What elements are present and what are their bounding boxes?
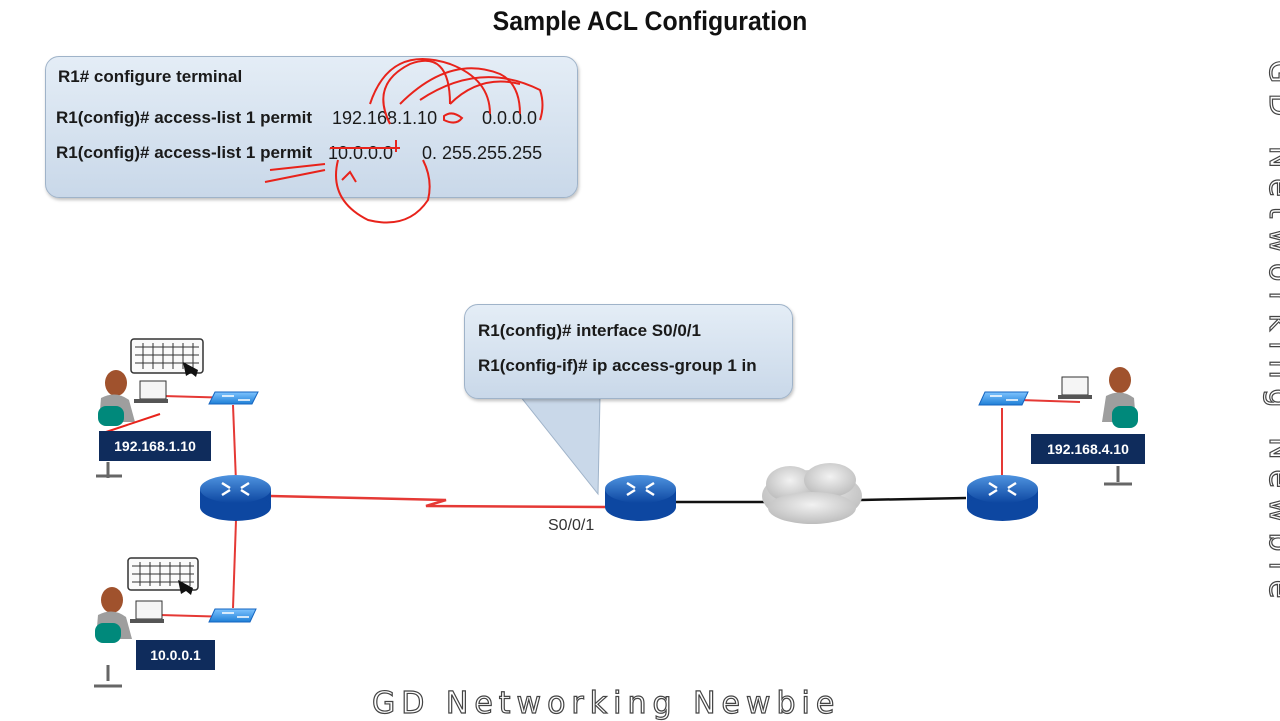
cmd-access-group: R1(config-if)# ip access-group 1 in — [478, 356, 757, 375]
cloud-icon — [762, 463, 862, 524]
link-router-switch-b — [232, 519, 237, 609]
link-switch-host-c — [1019, 399, 1081, 403]
cmd-interface: R1(config)# interface S0/0/1 — [478, 321, 701, 340]
page-title: Sample ACL Configuration — [492, 6, 808, 36]
router-center-icon[interactable] — [605, 475, 676, 521]
link-switch-router — [232, 404, 237, 483]
cmd-wildcard-mask: 0. 255.255.255 — [422, 143, 543, 163]
link-cloud-router — [859, 496, 967, 502]
user-at-laptop-icon — [94, 587, 164, 688]
callout-pointer — [518, 395, 601, 496]
switch-a-icon[interactable] — [208, 391, 259, 405]
cmd-prefix: R1(config)# access-list 1 permit — [56, 108, 313, 127]
cmd-access-list-host: R1(config)# access-list 1 permit 192.168… — [56, 108, 576, 130]
switch-b-icon[interactable] — [208, 608, 257, 623]
links — [159, 395, 1081, 618]
watermark-right: GD Networking Newbie — [1261, 59, 1280, 609]
user-at-laptop-icon — [96, 370, 168, 478]
router-left-icon[interactable] — [200, 475, 271, 521]
cmd-configure-terminal: R1# configure terminal — [58, 67, 243, 86]
cmd-wildcard-mask: 0.0.0.0 — [482, 108, 538, 128]
keyboard-icon — [130, 338, 204, 377]
acl-command-box: R1# configure terminal R1(config)# acces… — [45, 56, 578, 198]
switch-c-icon[interactable] — [978, 391, 1029, 406]
watermark-bottom: GD Networking Newbie — [371, 685, 841, 721]
cmd-prefix: R1(config)# access-list 1 permit — [56, 143, 313, 162]
interface-command-box: R1(config)# interface S0/0/1 R1(config-i… — [464, 304, 793, 399]
router-right-icon[interactable] — [967, 475, 1038, 521]
keyboard-icon — [127, 557, 199, 595]
cmd-address: 192.168.1.10 — [332, 108, 438, 128]
user-at-laptop-icon — [1058, 367, 1138, 486]
host-ip-label: 192.168.4.10 — [1031, 434, 1145, 464]
serial-link — [269, 494, 606, 509]
host-ip-label: 10.0.0.1 — [136, 640, 215, 670]
interface-label: S0/0/1 — [548, 517, 595, 534]
host-ip-label: 192.168.1.10 — [99, 431, 211, 461]
